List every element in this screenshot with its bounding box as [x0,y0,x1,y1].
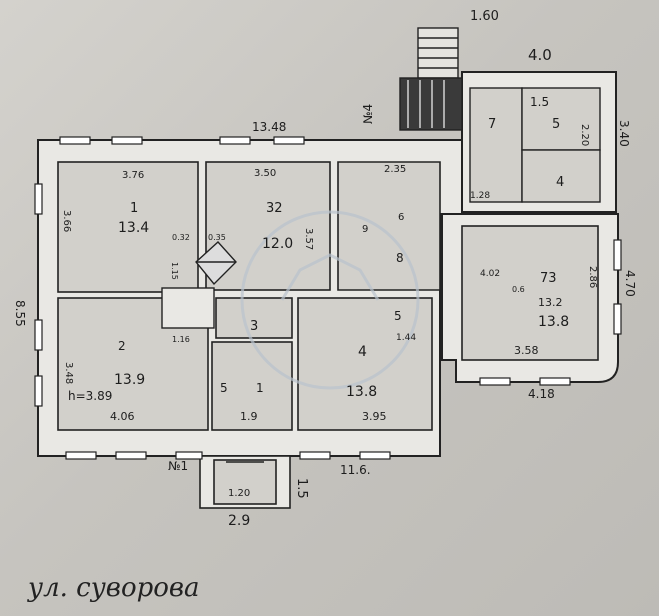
room-73-width: 3.58 [514,344,539,357]
door-c: 1.15 [170,262,179,280]
room-4-floor [297,297,433,431]
room-7-width: 1.28 [470,191,490,201]
room-7-id: 7 [488,117,496,132]
room-3-id: 3 [250,319,258,334]
room-7-floor [469,87,523,203]
room-73-depth: 2.86 [587,266,598,288]
room-2-id: 2 [118,339,126,353]
room-73-prev-area: 13.2 [538,296,563,309]
label-6: 6 [398,212,404,223]
bath-floor [215,297,293,339]
room-73-id: 73 [540,271,557,286]
room-5-depth: 2.20 [579,124,590,146]
room-4-id: 4 [358,344,367,360]
room-4-width: 3.95 [362,410,387,423]
upper-annex-wall [461,71,617,213]
door-b: 0.35 [208,233,226,242]
dim-annex-top: 4.0 [528,46,552,64]
label-06: 0.6 [512,285,525,294]
room-73-area: 13.8 [538,314,569,330]
stair [399,27,463,131]
room-4-area: 13.8 [346,384,377,400]
door-a: 0.32 [172,233,190,242]
corridor-width: 2.35 [384,164,406,175]
room-2-depth: 3.48 [63,362,74,384]
dim-stair-width: 1.60 [470,9,499,24]
bath-label: 1.16 [172,335,190,344]
room-1-floor [57,161,199,293]
room-5-id: 5 [552,117,560,132]
room-2-area: 13.9 [114,372,145,388]
street-name: ул. суворова [27,573,200,603]
dim-porch-width: 2.9 [228,513,250,529]
dim-porch-inner: 1.20 [228,488,250,499]
porch [199,455,291,509]
room-2-width: 4.06 [110,410,135,423]
stove [161,241,237,329]
label-31: 1 [256,381,264,395]
room-1-width: 3.76 [122,170,144,181]
entrance-side: №4 [361,104,375,124]
label-9: 9 [362,224,368,235]
label-e1: 1.5 [530,95,549,109]
room-1-id: 1 [130,201,138,216]
dim-bottom-width: 11.6. [340,463,371,477]
label-402: 4.02 [480,269,500,279]
room-32-area: 12.0 [262,236,293,252]
entrance-main: №1 [168,459,188,473]
hall-label: 1.44 [396,333,416,343]
dim-porch-depth: 1.5 [294,478,309,499]
room-32-id: 32 [266,201,283,216]
room-4b-id: 4 [556,175,564,190]
room-32-width: 3.50 [254,168,276,179]
watermark-stamp [240,210,420,390]
dim-top-width: 13.48 [252,120,286,134]
dim-right-height: 4.70 [623,270,637,297]
windows [34,136,622,460]
room-3-width: 1.9 [240,410,258,423]
label-5a: 5 [394,309,402,323]
room-2-ceiling: h=3.89 [68,389,112,403]
room-73-floor [461,225,599,361]
room-1-area: 13.4 [118,220,149,236]
label-5b: 5 [220,381,228,395]
room-5-floor [521,87,601,151]
corridor-floor [337,161,441,291]
label-8: 8 [396,251,404,265]
room-32-depth: 3.57 [303,228,314,250]
room-1-depth: 3.66 [61,210,72,232]
dim-annex-bottom: 4.18 [528,387,555,401]
dim-annex-height: 3.40 [617,120,631,147]
annex-wall [441,213,619,383]
room-4b-floor [521,149,601,203]
room-3-floor [211,341,293,431]
dim-left-height: 8.55 [13,300,27,327]
